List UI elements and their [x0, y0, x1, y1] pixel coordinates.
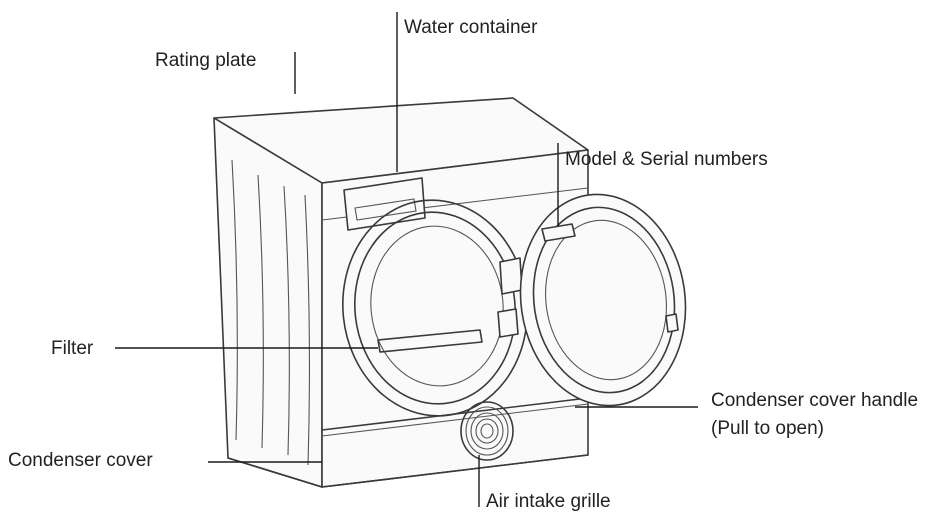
leader-lines [115, 12, 698, 507]
label-model-serial: Model & Serial numbers [565, 149, 768, 170]
label-air-intake-grille: Air intake grille [486, 491, 611, 512]
label-water-container: Water container [404, 17, 538, 38]
water-container-drawer [343, 177, 426, 231]
label-filter: Filter [51, 338, 94, 359]
dryer-illustration [213, 97, 687, 488]
label-rating-plate: Rating plate [155, 50, 257, 71]
label-condenser-cover-handle-note: (Pull to open) [711, 418, 825, 439]
drum-opening [342, 199, 528, 417]
model-serial-sticker [541, 223, 576, 242]
open-door [519, 193, 687, 407]
air-intake-grille [460, 401, 514, 461]
dryer-side-panel [213, 117, 323, 488]
label-condenser-cover: Condenser cover [8, 450, 153, 471]
label-condenser-cover-handle: Condenser cover handle [711, 390, 919, 411]
